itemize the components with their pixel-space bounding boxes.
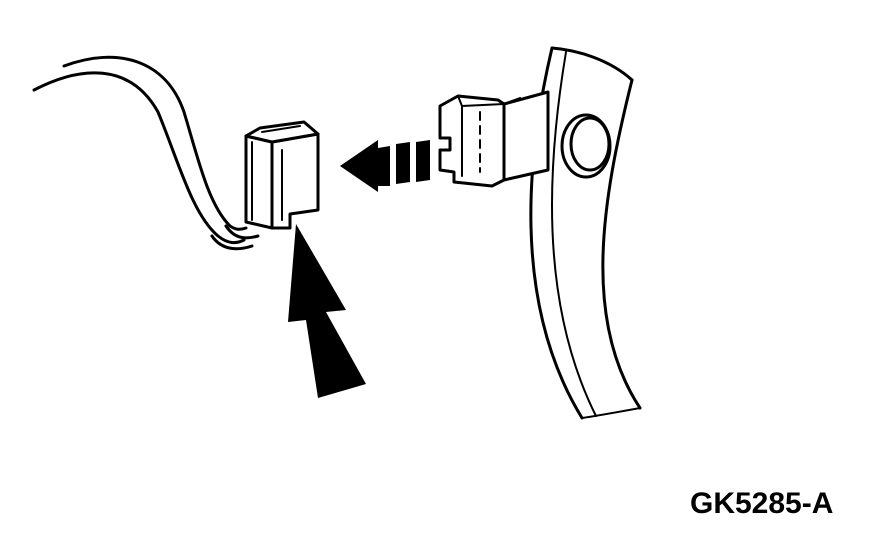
harness-connector [244,120,320,230]
backing-plate [529,46,642,420]
dashed-arrow-left-icon [340,140,430,192]
solid-arrow-up-icon [288,224,366,398]
figure-id-label: GK5285-A [690,487,834,520]
wiring-harness-cable [32,55,260,251]
grommet [560,113,612,179]
sensor-connector [438,90,550,188]
